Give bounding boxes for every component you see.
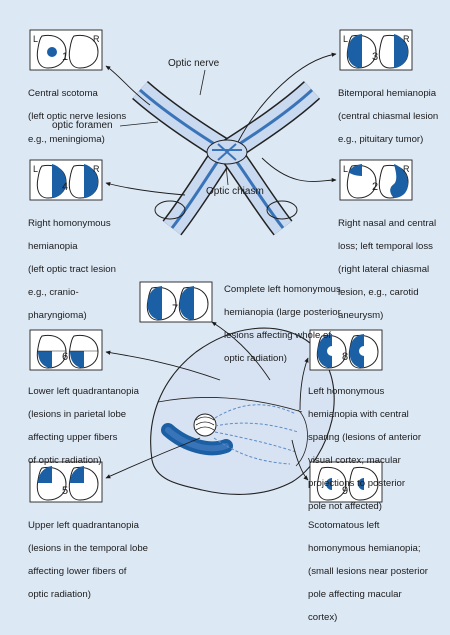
caption-line: Right nasal and central — [338, 217, 437, 229]
optic-nerve-right — [223, 81, 321, 161]
visual-field-defects-diagram: 1 L R 3 L R 4 L R 2 L R 7 6 8 5 9 Optic … — [28, 29, 439, 623]
caption-line: aneurysm) — [338, 309, 384, 321]
caption-line: Lower left quadrantanopia — [28, 385, 139, 397]
panel-9-number: 9 — [342, 485, 348, 497]
field-panel-4 — [29, 159, 103, 201]
brain-illustration — [150, 327, 335, 495]
caption-line: hemianopia — [28, 240, 78, 252]
caption-line: cortex) — [308, 611, 338, 623]
caption-line: hemianopia (large posterior — [224, 306, 341, 318]
optic-pathway — [119, 69, 321, 236]
optic-foramen-ring-right — [266, 200, 298, 220]
caption-defect-3: Bitemporal hemianopia (central chiasmal … — [338, 76, 438, 157]
caption-defect-9: Scotomatous left homonymous hemianopia; … — [308, 508, 428, 635]
caption-line: e.g., cranio- — [28, 286, 79, 298]
label-optic-foramen: optic foramen — [52, 120, 113, 131]
optic-foramen-ring-left — [154, 200, 186, 220]
panel-2-right-letter: R — [403, 164, 410, 174]
caption-line: (lesions in the temporal lobe — [28, 542, 148, 554]
panel-7-number: 7 — [172, 303, 178, 315]
caption-line: e.g., pituitary tumor) — [338, 133, 424, 145]
caption-line: Bitemporal hemianopia — [338, 87, 437, 99]
caption-line: visual cortex; macular — [308, 454, 401, 466]
caption-line: Central scotoma — [28, 87, 98, 99]
label-optic-nerve: Optic nerve — [168, 58, 220, 69]
caption-line: pole not affected) — [308, 500, 382, 512]
caption-line: pole affecting macular — [308, 588, 402, 600]
field-panel-9 — [309, 461, 383, 503]
caption-defect-8: Left homonymous hemianopia with central … — [308, 374, 421, 524]
caption-line: hemianopia with central — [308, 408, 409, 420]
caption-line: optic radiation) — [28, 588, 91, 600]
caption-defect-1: Central scotoma (left optic nerve lesion… — [28, 76, 126, 157]
field-panel-8 — [309, 329, 383, 371]
caption-line: Left homonymous — [308, 385, 385, 397]
caption-defect-7: Complete left homonymous hemianopia (lar… — [224, 272, 341, 376]
caption-line: (left optic tract lesion — [28, 263, 116, 275]
caption-line: of optic radiation) — [28, 454, 102, 466]
panel-5-number: 5 — [62, 485, 68, 497]
field-panel-5 — [29, 461, 103, 503]
connector-arrows — [105, 52, 337, 481]
field-panel-2 — [339, 159, 413, 201]
caption-line: optic radiation) — [224, 352, 287, 364]
caption-line: loss; left temporal loss — [338, 240, 433, 252]
panel-4-left-letter: L — [33, 164, 38, 174]
caption-defect-6: Lower left quadrantanopia (lesions in pa… — [28, 374, 139, 478]
caption-defect-5: Upper left quadrantanopia (lesions in th… — [28, 508, 148, 612]
panel-6-number: 6 — [62, 351, 68, 363]
caption-line: lesion, e.g., carotid — [338, 286, 419, 298]
caption-line: affecting upper fibers — [28, 431, 118, 443]
caption-line: (lesions in parietal lobe — [28, 408, 127, 420]
field-panel-7 — [139, 281, 213, 323]
caption-defect-4: Right homonymous hemianopia (left optic … — [28, 206, 116, 333]
panel-4-right-letter: R — [93, 164, 100, 174]
caption-line: sparing (lesions of anterior — [308, 431, 422, 443]
caption-line: Scotomatous left — [308, 519, 380, 531]
caption-line: affecting lower fibers of — [28, 565, 127, 577]
caption-line: (right lateral chiasmal — [338, 263, 430, 275]
panel-3-left-letter: L — [343, 34, 348, 44]
panel-1-number: 1 — [62, 51, 68, 63]
caption-line: Upper left quadrantanopia — [28, 519, 139, 531]
caption-defect-2: Right nasal and central loss; left tempo… — [338, 206, 436, 333]
caption-line: Complete left homonymous — [224, 283, 341, 295]
panel-3-number: 3 — [372, 51, 378, 63]
caption-line: (central chiasmal lesion — [338, 110, 439, 122]
field-panel-1 — [29, 29, 103, 71]
panel-3-right-letter: R — [403, 34, 410, 44]
panel-4-number: 4 — [62, 181, 68, 193]
field-panel-6 — [29, 329, 103, 371]
optic-nerve-left — [132, 80, 231, 161]
panel-8-number: 8 — [342, 351, 348, 363]
panel-1-right-letter: R — [93, 34, 100, 44]
caption-line: pharyngioma) — [28, 309, 87, 321]
caption-line: (left optic nerve lesions — [28, 110, 127, 122]
panel-2-left-letter: L — [343, 164, 348, 174]
label-optic-chiasm: Optic chiasm — [206, 186, 264, 197]
caption-line: lesions affecting whole of — [224, 329, 332, 341]
caption-line: e.g., meningioma) — [28, 133, 105, 145]
caption-line: Right homonymous — [28, 217, 111, 229]
field-panel-3 — [339, 29, 413, 71]
caption-line: projections to posterior — [308, 477, 406, 489]
panel-1-left-letter: L — [33, 34, 38, 44]
panel-2-number: 2 — [372, 181, 378, 193]
caption-line: (small lesions near posterior — [308, 565, 428, 577]
caption-line: homonymous hemianopia; — [308, 542, 421, 554]
diagram-canvas: 1 L R 3 L R 4 L R 2 L R 7 6 8 5 9 — [29, 29, 413, 503]
